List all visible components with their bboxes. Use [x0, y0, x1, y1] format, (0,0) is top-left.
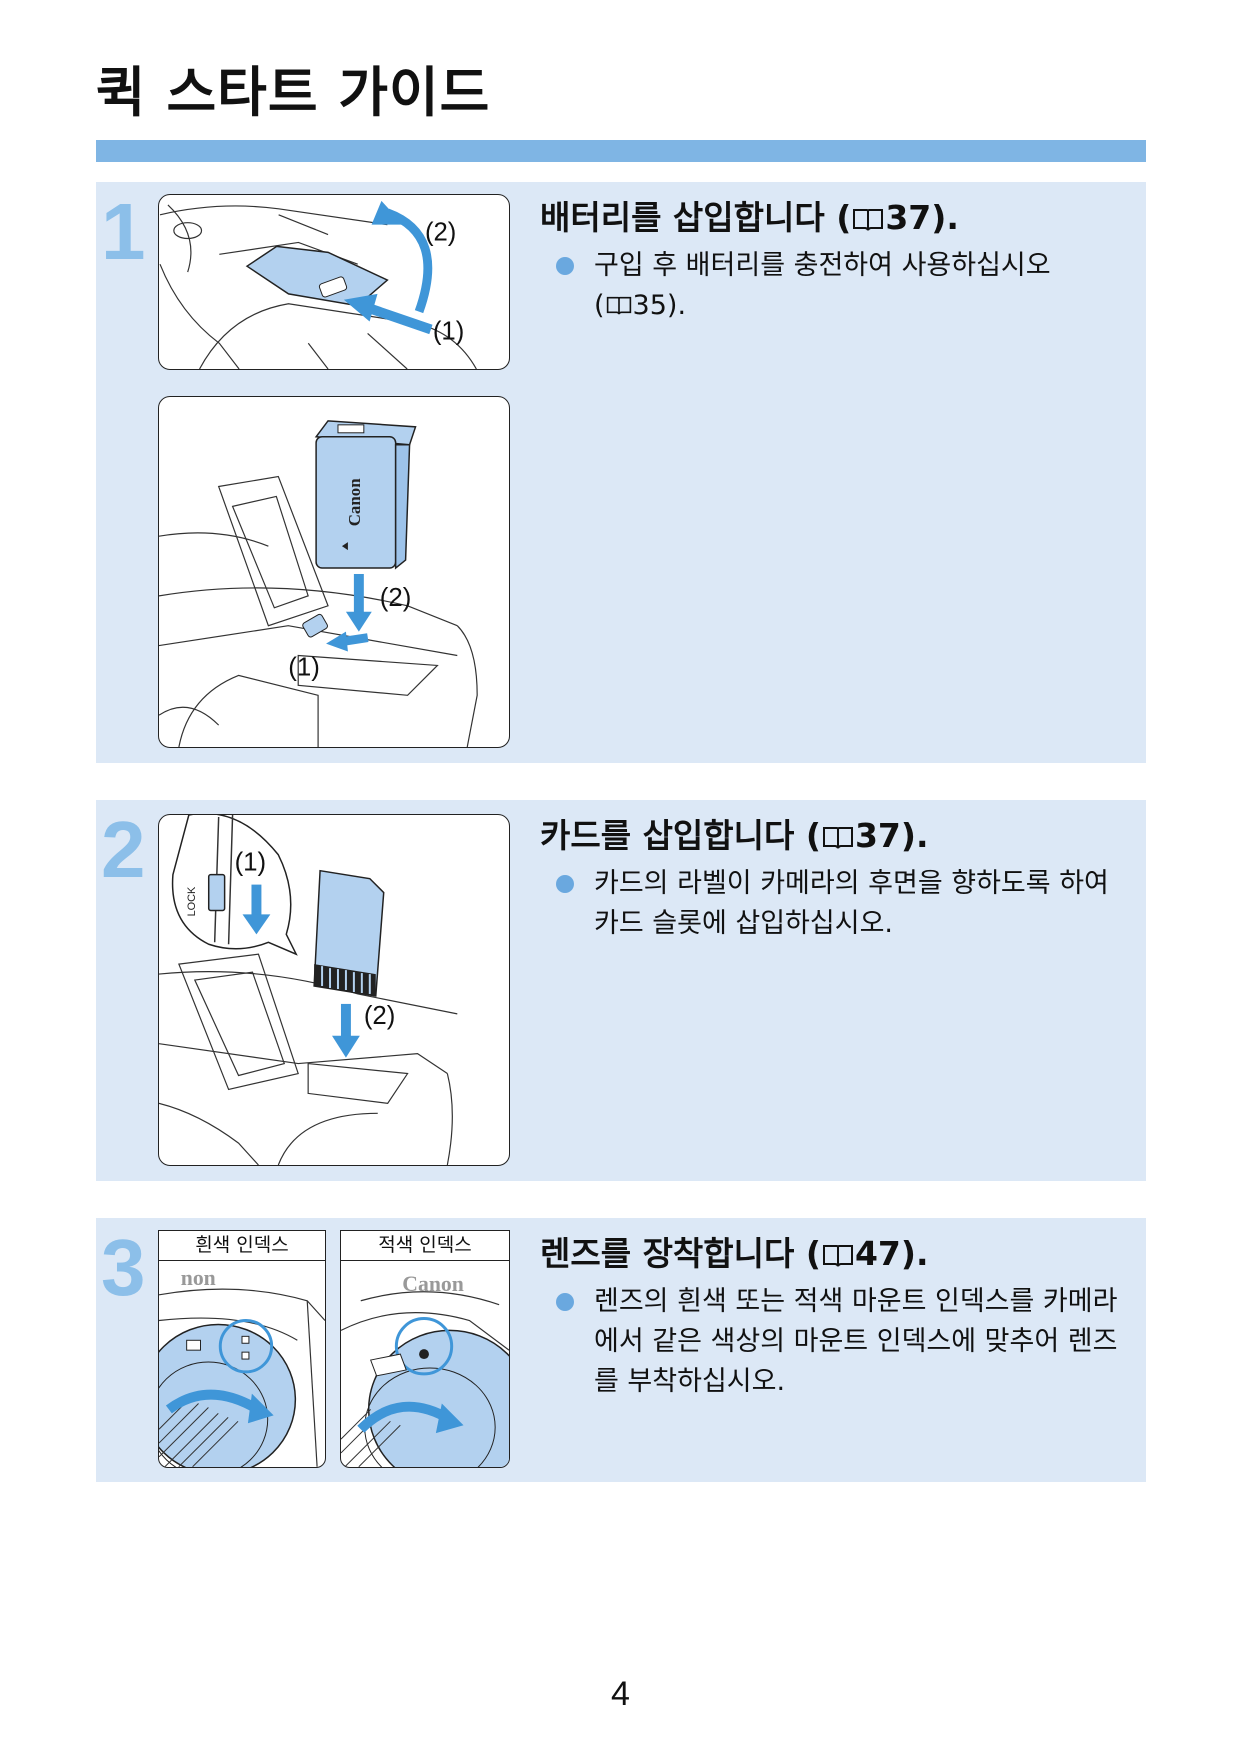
- book-icon: [853, 209, 884, 231]
- lens-white-index-drawing: non: [159, 1266, 325, 1467]
- step-heading: 카드를 삽입합니다 (37).: [540, 816, 929, 855]
- book-icon: [822, 1245, 853, 1267]
- lens-red-index-illustration: Canon: [340, 1260, 510, 1468]
- white-index-label: 흰색 인덱스: [158, 1230, 326, 1260]
- step-heading: 배터리를 삽입합니다 (37).: [540, 198, 959, 237]
- callout-2: (2): [364, 1002, 396, 1030]
- callout-1: (1): [288, 653, 320, 681]
- bullet-dot: [556, 257, 574, 275]
- book-icon: [822, 827, 853, 849]
- lens-white-index-illustration: non: [158, 1260, 326, 1468]
- step-3-panel: 3 흰색 인덱스 적색 인덱스 non Canon: [96, 1218, 1146, 1482]
- book-icon: [606, 296, 631, 315]
- page-number: 4: [611, 1675, 630, 1713]
- bullet-dot: [556, 875, 574, 893]
- step-number: 2: [101, 805, 146, 894]
- step-bullet: 카드의 라벨이 카메라의 후면을 향하도록 하여 카드 슬롯에 삽입하십시오.: [556, 864, 1126, 944]
- callout-1: (1): [235, 849, 267, 877]
- lens-red-index-drawing: Canon: [341, 1272, 509, 1467]
- red-index-label: 적색 인덱스: [340, 1230, 510, 1260]
- callout-2: (2): [425, 218, 456, 246]
- callout-2: (2): [380, 584, 412, 612]
- lock-label: LOCK: [186, 886, 198, 916]
- step-bullet: 렌즈의 흰색 또는 적색 마운트 인덱스를 카메라에서 같은 색상의 마운트 인…: [556, 1282, 1126, 1402]
- camera-brand-partial: non: [181, 1266, 216, 1290]
- battery-cover-drawing: (2) (1): [159, 200, 477, 369]
- battery-brand-label: Canon: [345, 478, 364, 526]
- step-number: 1: [101, 187, 146, 276]
- step-2-panel: 2 LOCK (1): [96, 800, 1146, 1181]
- bullet-dot: [556, 1293, 574, 1311]
- step-bullet: 구입 후 배터리를 충전하여 사용하십시오 (35).: [556, 246, 1126, 326]
- step-number: 3: [101, 1223, 146, 1312]
- callout-1: (1): [433, 317, 464, 345]
- battery-pack: Canon: [314, 420, 417, 570]
- battery-insert-drawing: Canon (2) (1): [159, 420, 478, 747]
- step-heading: 렌즈를 장착합니다 (47).: [540, 1234, 929, 1273]
- card-insert-drawing: LOCK (1) (2): [159, 815, 458, 1165]
- battery-cover-illustration: (2) (1): [158, 194, 510, 370]
- page-title: 퀵 스타트 가이드: [96, 61, 491, 124]
- title-bar: [96, 140, 1146, 162]
- battery-insert-illustration: Canon (2) (1): [158, 396, 510, 748]
- sd-card: [313, 869, 385, 997]
- step-1-panel: 1 (2) (1): [96, 182, 1146, 763]
- card-insert-illustration: LOCK (1) (2): [158, 814, 510, 1166]
